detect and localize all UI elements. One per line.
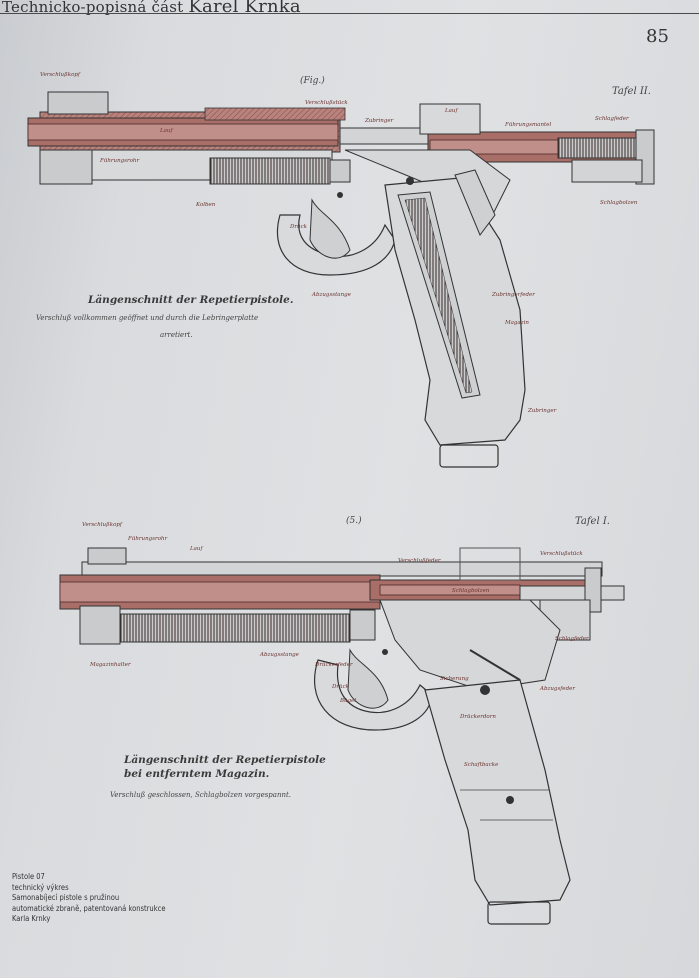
running-head-section: Technicko-popisná část — [2, 0, 184, 16]
figure-2-part-label: Schlagbolzen — [452, 588, 490, 594]
figure-1-part-label: Kolben — [196, 202, 216, 208]
figure-2-plate: Tafel I. — [575, 516, 610, 527]
figure-2-part-label: Verschlußkopf — [82, 522, 122, 528]
figure-2-part-label: Verschlußfeder — [398, 558, 441, 564]
figure-1-part-label: Drück — [290, 224, 307, 230]
figure-1-frame-grip — [276, 149, 526, 468]
figure-1-part-label: Führungsmantel — [505, 122, 552, 128]
figure-1-part-label: Zubringer — [365, 118, 394, 124]
figure-2-part-label: Magazinhalter — [90, 662, 131, 668]
figure-2-caption-title: Längenschnitt der Repetierpistole — [124, 754, 326, 766]
figure-2-part-label: Schaftbacke — [464, 762, 499, 768]
figure-1-part-label: Schlagbolzen — [600, 200, 638, 206]
photo-caption-line: Samonabíjecí pistole s pružinou — [12, 893, 120, 902]
figure-1-plate: Tafel II. — [612, 86, 651, 97]
figure-2-part-label: Abzugsfeder — [540, 686, 575, 692]
page-number: 85 — [646, 26, 669, 47]
figure-2-part-label: Drückerdorn — [460, 714, 496, 720]
figure-2-caption-line: Verschluß geschlossen, Schlagbolzen vorg… — [110, 791, 292, 799]
figure-1-barrel — [27, 91, 351, 185]
figure-1-caption-line: Verschluß vollkommen geöffnet und durch … — [36, 314, 259, 322]
figure-2-frame-grip — [313, 599, 571, 925]
figure-1-part-label: Lauf — [445, 108, 458, 114]
figure-2-part-label: Drückerfeder — [315, 662, 353, 668]
figure-2-part-label: Sicherung — [440, 676, 469, 682]
photo-caption-line: Karla Krnky — [12, 914, 51, 923]
figure-1-part-label: Abzugsstange — [312, 292, 351, 298]
running-head: Technicko-popisná část Karel Krnka — [2, 0, 301, 17]
figure-1-part-label: Verschlußkopf — [40, 72, 80, 78]
figure-2-barrel — [59, 547, 603, 645]
figure-2-part-label: Lauf — [190, 546, 203, 552]
figure-1-part-label: Verschlußstück — [305, 100, 348, 106]
figure-2-part-label: Drück — [332, 684, 349, 690]
figure-2-part-label: Bügel — [340, 698, 357, 704]
figure-2-part-label: Verschlußstück — [540, 551, 583, 557]
photo-caption-line: technický výkres — [12, 882, 69, 892]
figure-2-part-label: Führungsrohr — [128, 536, 168, 542]
figure-1-caption-title: Längenschnitt der Repetierpistole. — [88, 294, 294, 306]
figure-1-part-label: Magazin — [505, 320, 529, 326]
figure-2-part-label: Abzugsstange — [260, 652, 299, 658]
photo-caption: Pistole 07 technický výkres Samonabíjecí… — [12, 872, 212, 925]
figure-1-part-label: Schlagfeder — [595, 116, 629, 122]
running-head-author: Karel Krnka — [188, 0, 301, 17]
figure-2-part-label: Schlagfeder — [555, 636, 589, 642]
figure-1-part-label: Lauf — [160, 128, 173, 134]
figure-1-part-label: Zubringerfeder — [492, 292, 535, 298]
figure-1-bolt — [339, 103, 655, 185]
photo-caption-line: automatické zbraně, patentovaná konstruk… — [12, 903, 166, 913]
figure-2-number: (5.) — [346, 516, 362, 526]
header-rule — [0, 13, 699, 14]
figure-2-caption-title-line-2: bei entferntem Magazin. — [124, 768, 270, 780]
photo-caption-line: Pistole 07 — [12, 872, 45, 881]
figure-1-caption-line: arretiert. — [160, 331, 193, 339]
figure-1-part-label: Führungsrohr — [100, 158, 140, 164]
figure-1-part-label: Zubringer — [528, 408, 557, 414]
figure-1-number: (Fig.) — [300, 76, 325, 86]
